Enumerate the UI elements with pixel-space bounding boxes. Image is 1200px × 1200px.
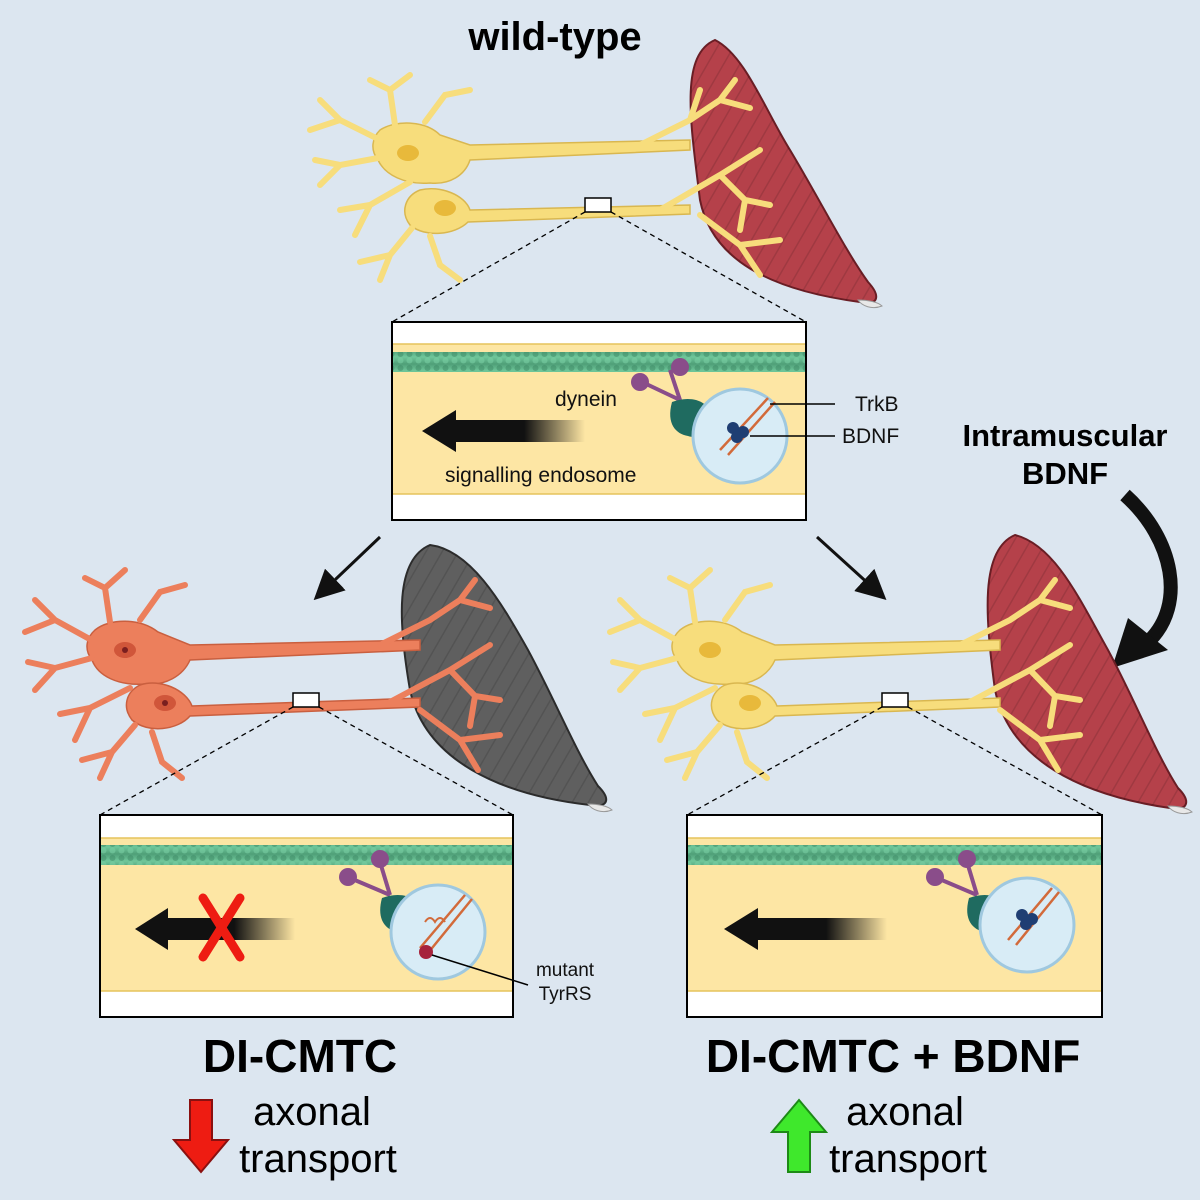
signalling-endosome	[978, 876, 1076, 974]
treatment-label-line1: Intramuscular	[962, 418, 1167, 453]
right-result-line2: transport	[829, 1137, 987, 1181]
branch-arrow-left	[313, 535, 382, 601]
mutant-tyrrs-marker	[419, 945, 433, 959]
microtubule	[393, 352, 805, 372]
wildtype-inset: dynein signalling endosome TrkB BDNF	[391, 321, 899, 521]
treatment-arrow	[1120, 489, 1178, 645]
signalling-endosome-label: signalling endosome	[445, 464, 636, 487]
diseased-inset	[99, 814, 529, 1018]
transport-arrow-head	[724, 908, 758, 950]
signalling-endosome	[691, 387, 789, 485]
figure-title: wild-type	[467, 15, 641, 59]
treatment-label-line2: BDNF	[1022, 456, 1108, 491]
transport-arrow-shaft	[450, 420, 585, 442]
trkb-label: TrkB	[855, 393, 899, 416]
diseased-neuron	[22, 567, 503, 781]
right-condition-label: DI-CMTC + BDNF	[706, 1030, 1080, 1082]
wildtype-zoom-region	[584, 197, 612, 213]
transport-arrow-head	[135, 908, 168, 950]
diseased-zoom-region	[292, 692, 320, 708]
up-arrow	[769, 1098, 829, 1173]
treated-inset	[686, 814, 1103, 1018]
treated-zoom-region	[881, 692, 909, 708]
signalling-endosome	[389, 883, 487, 981]
treated-neuron	[607, 567, 1083, 781]
dynein-label: dynein	[555, 388, 617, 411]
treatment-arrow-head	[1112, 618, 1168, 668]
down-arrow	[171, 1099, 231, 1174]
transport-arrow-head	[422, 410, 456, 452]
mutant-label-line2: TyrRS	[539, 984, 592, 1005]
branch-arrow-right	[815, 535, 887, 601]
mutant-label-line1: mutant	[536, 960, 595, 981]
bdnf-label: BDNF	[842, 425, 899, 448]
microtubule	[688, 845, 1101, 865]
left-condition-label: DI-CMTC	[203, 1030, 397, 1082]
diseased-muscle	[400, 543, 613, 813]
wildtype-neuron	[307, 72, 783, 283]
transport-arrow-shaft	[752, 918, 887, 940]
left-result-line2: transport	[239, 1137, 397, 1181]
microtubule	[101, 845, 512, 865]
left-result-line1: axonal	[253, 1090, 371, 1134]
transport-blocked-mark	[198, 893, 245, 962]
right-result-line1: axonal	[846, 1090, 964, 1134]
